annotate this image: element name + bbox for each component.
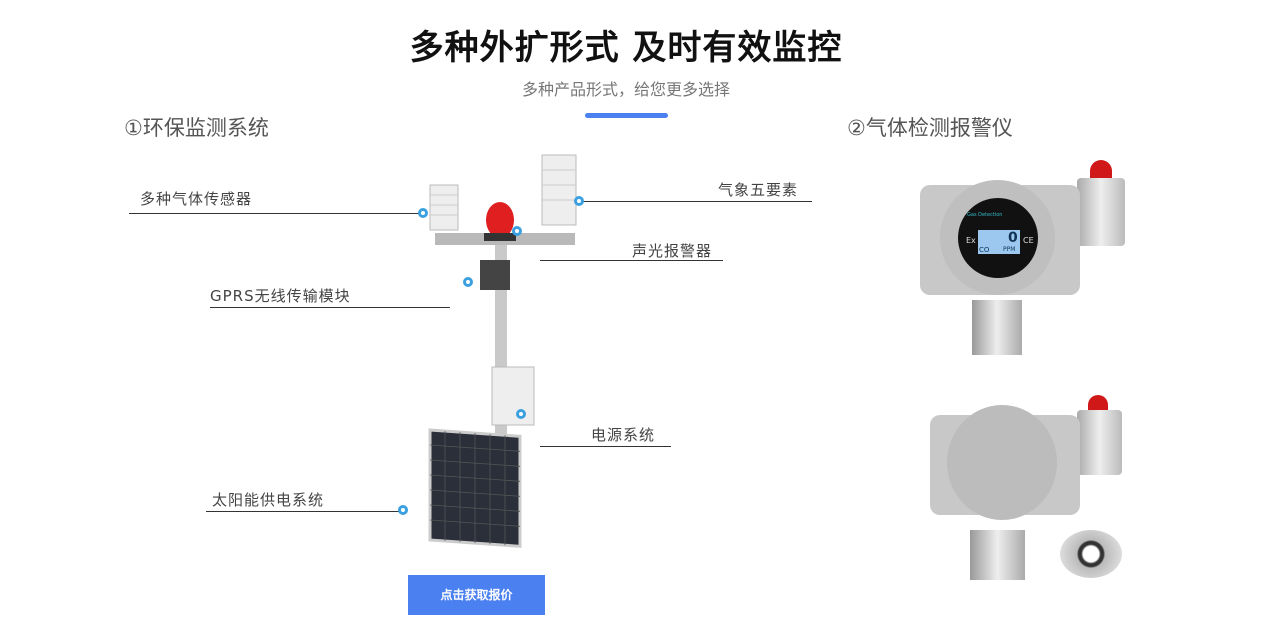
section-title-env-monitoring: ①环保监测系统 bbox=[124, 116, 269, 140]
callout-line bbox=[129, 213, 419, 214]
display-gas: CO bbox=[979, 246, 990, 254]
page-subtitle: 多种产品形式，给您更多选择 bbox=[521, 80, 730, 99]
gas-detector-display-image: Gas Detection 0 CO PPM Ex CE bbox=[915, 160, 1135, 355]
get-quote-button[interactable]: 点击获取报价 bbox=[408, 575, 545, 615]
ex-mark: Ex bbox=[966, 236, 976, 245]
callout-weather: 气象五要素 bbox=[718, 181, 799, 199]
callout-line bbox=[206, 511, 401, 512]
monitoring-station-image bbox=[428, 154, 577, 548]
hotspot-dot[interactable] bbox=[418, 208, 428, 218]
hotspot-dot[interactable] bbox=[463, 277, 473, 287]
hotspot-dot[interactable] bbox=[516, 409, 526, 419]
hotspot-dot[interactable] bbox=[512, 226, 522, 236]
callout-line bbox=[540, 260, 723, 261]
callout-gprs: GPRS无线传输模块 bbox=[210, 287, 351, 305]
callout-line bbox=[540, 446, 671, 447]
callout-line bbox=[582, 201, 812, 202]
display-value: 0 bbox=[1008, 230, 1018, 246]
display-unit: PPM bbox=[1003, 246, 1016, 253]
title-underline bbox=[585, 113, 668, 118]
callout-line bbox=[210, 307, 450, 308]
section-title-gas-detector: ②气体检测报警仪 bbox=[847, 116, 1013, 140]
callout-gas-sensors: 多种气体传感器 bbox=[140, 190, 253, 208]
callout-solar: 太阳能供电系统 bbox=[212, 491, 325, 509]
display-brand: Gas Detection bbox=[967, 212, 1003, 218]
callout-alarm: 声光报警器 bbox=[632, 242, 713, 260]
page-title: 多种外扩形式 及时有效监控 bbox=[409, 28, 843, 68]
gas-detector-image bbox=[925, 395, 1135, 585]
hotspot-dot[interactable] bbox=[398, 505, 408, 515]
hotspot-dot[interactable] bbox=[574, 196, 584, 206]
ce-mark: CE bbox=[1023, 236, 1034, 245]
callout-power: 电源系统 bbox=[591, 426, 656, 444]
